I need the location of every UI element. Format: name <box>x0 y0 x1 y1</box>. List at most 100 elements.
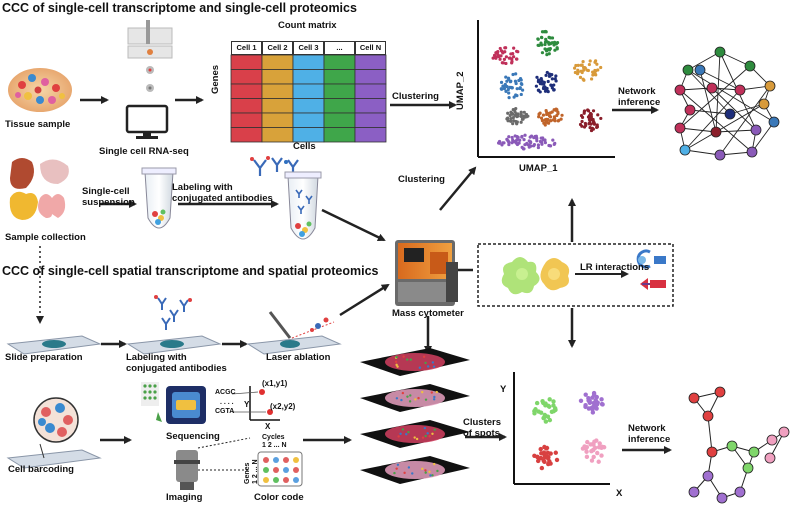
umap-point <box>501 61 506 65</box>
network-edge <box>687 51 721 71</box>
umap-point <box>507 96 511 100</box>
receptor-icons <box>636 249 666 290</box>
tissue-spot <box>405 433 408 436</box>
tissue-spot <box>424 434 427 438</box>
umap-point <box>494 55 498 59</box>
tissue-spot <box>421 467 424 471</box>
network-inference-label-bottom-1: Network <box>628 423 666 434</box>
network-node <box>766 434 778 446</box>
matrix-header-cell: Cell 3 <box>293 41 324 55</box>
umap-point <box>529 144 533 148</box>
matrix-cell <box>354 98 387 114</box>
umap-point <box>519 110 523 114</box>
umap-clusters <box>491 29 603 151</box>
genes-small-range: 1 2 ... N <box>252 459 259 484</box>
mass-cytometer-icon <box>395 240 458 306</box>
umap-point <box>535 139 539 143</box>
network-edge <box>679 89 753 153</box>
spot-point <box>551 409 556 414</box>
umap-point <box>548 47 552 51</box>
matrix-cell <box>230 127 263 143</box>
umap-point <box>511 51 515 56</box>
umap-point <box>536 145 541 150</box>
tissue-spot <box>426 432 429 435</box>
matrix-cell <box>292 83 325 99</box>
umap-point <box>550 77 554 81</box>
umap-point <box>521 147 526 151</box>
clustering-label-top: Clustering <box>392 91 439 102</box>
bottom-section-title: CCC of single-cell spatial transcriptome… <box>2 264 379 278</box>
network-node <box>706 446 718 458</box>
tissue-spot <box>428 470 431 474</box>
spot-point <box>536 409 541 414</box>
labeling2-label-1: Labeling with <box>126 352 187 363</box>
network-node <box>694 64 706 76</box>
spot-point <box>551 399 556 404</box>
umap-point <box>540 43 544 47</box>
umap-point <box>588 111 593 116</box>
tissue-spot <box>426 365 430 368</box>
matrix-cell <box>292 69 325 85</box>
umap-point <box>534 84 538 88</box>
network-edge <box>684 149 721 156</box>
coord-1: (x1,y1) <box>262 379 288 388</box>
genes-small-label: Genes <box>244 462 251 484</box>
antibody-icons <box>250 156 299 176</box>
spot-point <box>585 439 590 445</box>
umap-point <box>537 43 541 47</box>
umap-point <box>509 119 513 123</box>
umap-point <box>526 143 530 147</box>
coord-2: (x2,y2) <box>270 402 296 411</box>
umap-point <box>547 52 551 56</box>
umap-point <box>505 79 509 83</box>
single-cell-label-1: Single-cell <box>82 186 130 197</box>
labeling-slide-icon <box>126 295 222 355</box>
umap-point <box>545 86 549 91</box>
network-node <box>714 386 726 398</box>
network-edge <box>699 69 741 91</box>
umap-point <box>553 116 557 121</box>
umap-point <box>573 70 577 75</box>
tissue-spot <box>433 428 436 431</box>
umap-point <box>548 144 553 148</box>
spot-point <box>590 407 595 412</box>
umap-point <box>548 111 552 115</box>
spatial-y-label: Y <box>500 384 507 395</box>
umap-point <box>552 142 556 147</box>
umap-point <box>519 92 523 97</box>
matrix-header-cell: Cell N <box>355 41 386 55</box>
umap-point <box>506 111 510 115</box>
umap-point <box>599 65 603 70</box>
matrix-cell <box>261 69 294 85</box>
tissue-spot <box>411 472 414 475</box>
umap-point <box>511 112 515 116</box>
spot-point <box>586 396 591 401</box>
umap-point <box>540 140 544 145</box>
umap-point <box>591 121 596 125</box>
umap-point <box>499 80 504 84</box>
network-node <box>674 122 686 134</box>
umap-point <box>499 87 503 91</box>
tissue-spot <box>421 390 424 394</box>
spot-point <box>584 454 590 460</box>
spot-point <box>548 451 553 456</box>
sequencing-label: Sequencing <box>166 431 220 442</box>
umap-axes <box>477 20 615 158</box>
umap-point <box>513 113 518 118</box>
matrix-header-cell: Cell 2 <box>262 41 293 55</box>
matrix-cell <box>261 112 294 128</box>
network-node <box>688 486 700 498</box>
umap-point <box>528 140 533 144</box>
spot-point <box>547 417 553 423</box>
umap-point <box>595 62 599 66</box>
cell-barcoding-label: Cell barcoding <box>8 464 74 475</box>
tissue-spot <box>428 435 431 438</box>
umap-point <box>535 136 539 140</box>
umap-point <box>541 86 546 91</box>
tissue-spot <box>397 435 400 438</box>
color-code-grid <box>257 451 303 487</box>
count-matrix-label: Count matrix <box>278 20 337 31</box>
umap-point <box>555 46 559 50</box>
spot-point <box>554 457 560 463</box>
